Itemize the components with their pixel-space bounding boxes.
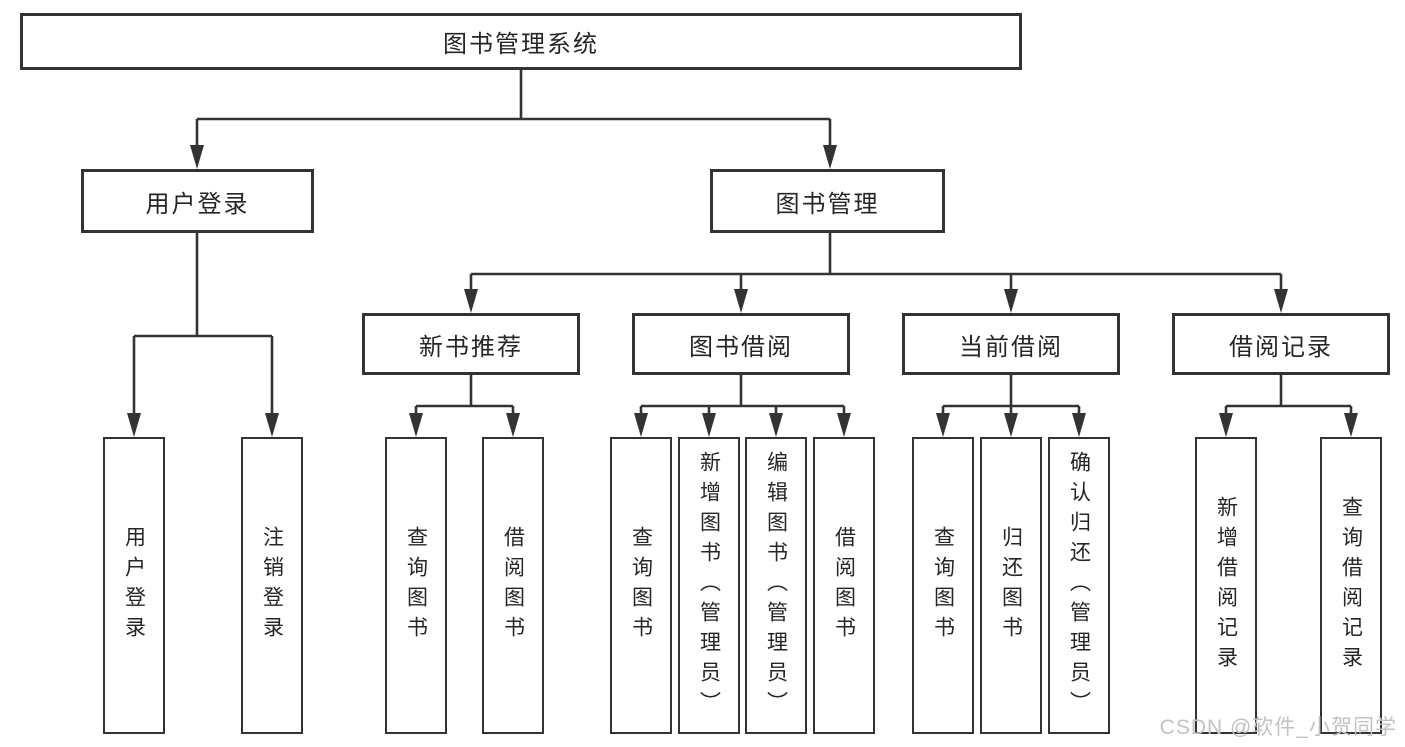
leaf-newbook-borrow: 借阅图书: [482, 437, 544, 734]
node-book-borrowing: 图书借阅: [632, 313, 850, 375]
leaf-borrowing-edit: 编辑图书（管理员）: [745, 437, 807, 734]
arrowhead-icon: [506, 413, 520, 437]
arrowhead-icon: [936, 413, 950, 437]
arrowhead-icon: [190, 145, 204, 169]
leaf-logout: 注销登录: [241, 437, 303, 734]
leaf-borrowing-query: 查询图书: [610, 437, 672, 734]
leaf-current-query: 查询图书: [912, 437, 974, 734]
node-current-borrowing: 当前借阅: [902, 313, 1120, 375]
node-root: 图书管理系统: [20, 13, 1022, 70]
arrowhead-icon: [1344, 413, 1358, 437]
arrowhead-icon: [734, 289, 748, 313]
leaf-current-return: 归还图书: [980, 437, 1042, 734]
arrowhead-icon: [837, 413, 851, 437]
arrowhead-icon: [127, 413, 141, 437]
arrowhead-icon: [769, 413, 783, 437]
arrowhead-icon: [823, 145, 837, 169]
leaf-borrowing-borrow: 借阅图书: [813, 437, 875, 734]
node-user-login: 用户登录: [81, 169, 314, 233]
node-book-management: 图书管理: [710, 169, 945, 233]
leaf-current-confirm-return: 确认归还（管理员）: [1048, 437, 1110, 734]
node-new-book-recommend: 新书推荐: [362, 313, 580, 375]
leaf-records-query: 查询借阅记录: [1320, 437, 1382, 734]
arrowhead-icon: [1274, 289, 1288, 313]
arrowhead-icon: [634, 413, 648, 437]
arrowhead-icon: [265, 413, 279, 437]
arrowhead-icon: [1219, 413, 1233, 437]
arrowhead-icon: [702, 413, 716, 437]
arrowhead-icon: [1072, 413, 1086, 437]
csdn-watermark: CSDN @软件_小贺同学: [1159, 716, 1397, 739]
arrowhead-icon: [1004, 289, 1018, 313]
leaf-records-add: 新增借阅记录: [1195, 437, 1257, 734]
arrowhead-icon: [409, 413, 423, 437]
arrowhead-icon: [464, 289, 478, 313]
leaf-borrowing-add: 新增图书（管理员）: [678, 437, 740, 734]
leaf-newbook-query: 查询图书: [385, 437, 447, 734]
leaf-user-login: 用户登录: [103, 437, 165, 734]
node-borrowing-records: 借阅记录: [1172, 313, 1390, 375]
arrowhead-icon: [1004, 413, 1018, 437]
